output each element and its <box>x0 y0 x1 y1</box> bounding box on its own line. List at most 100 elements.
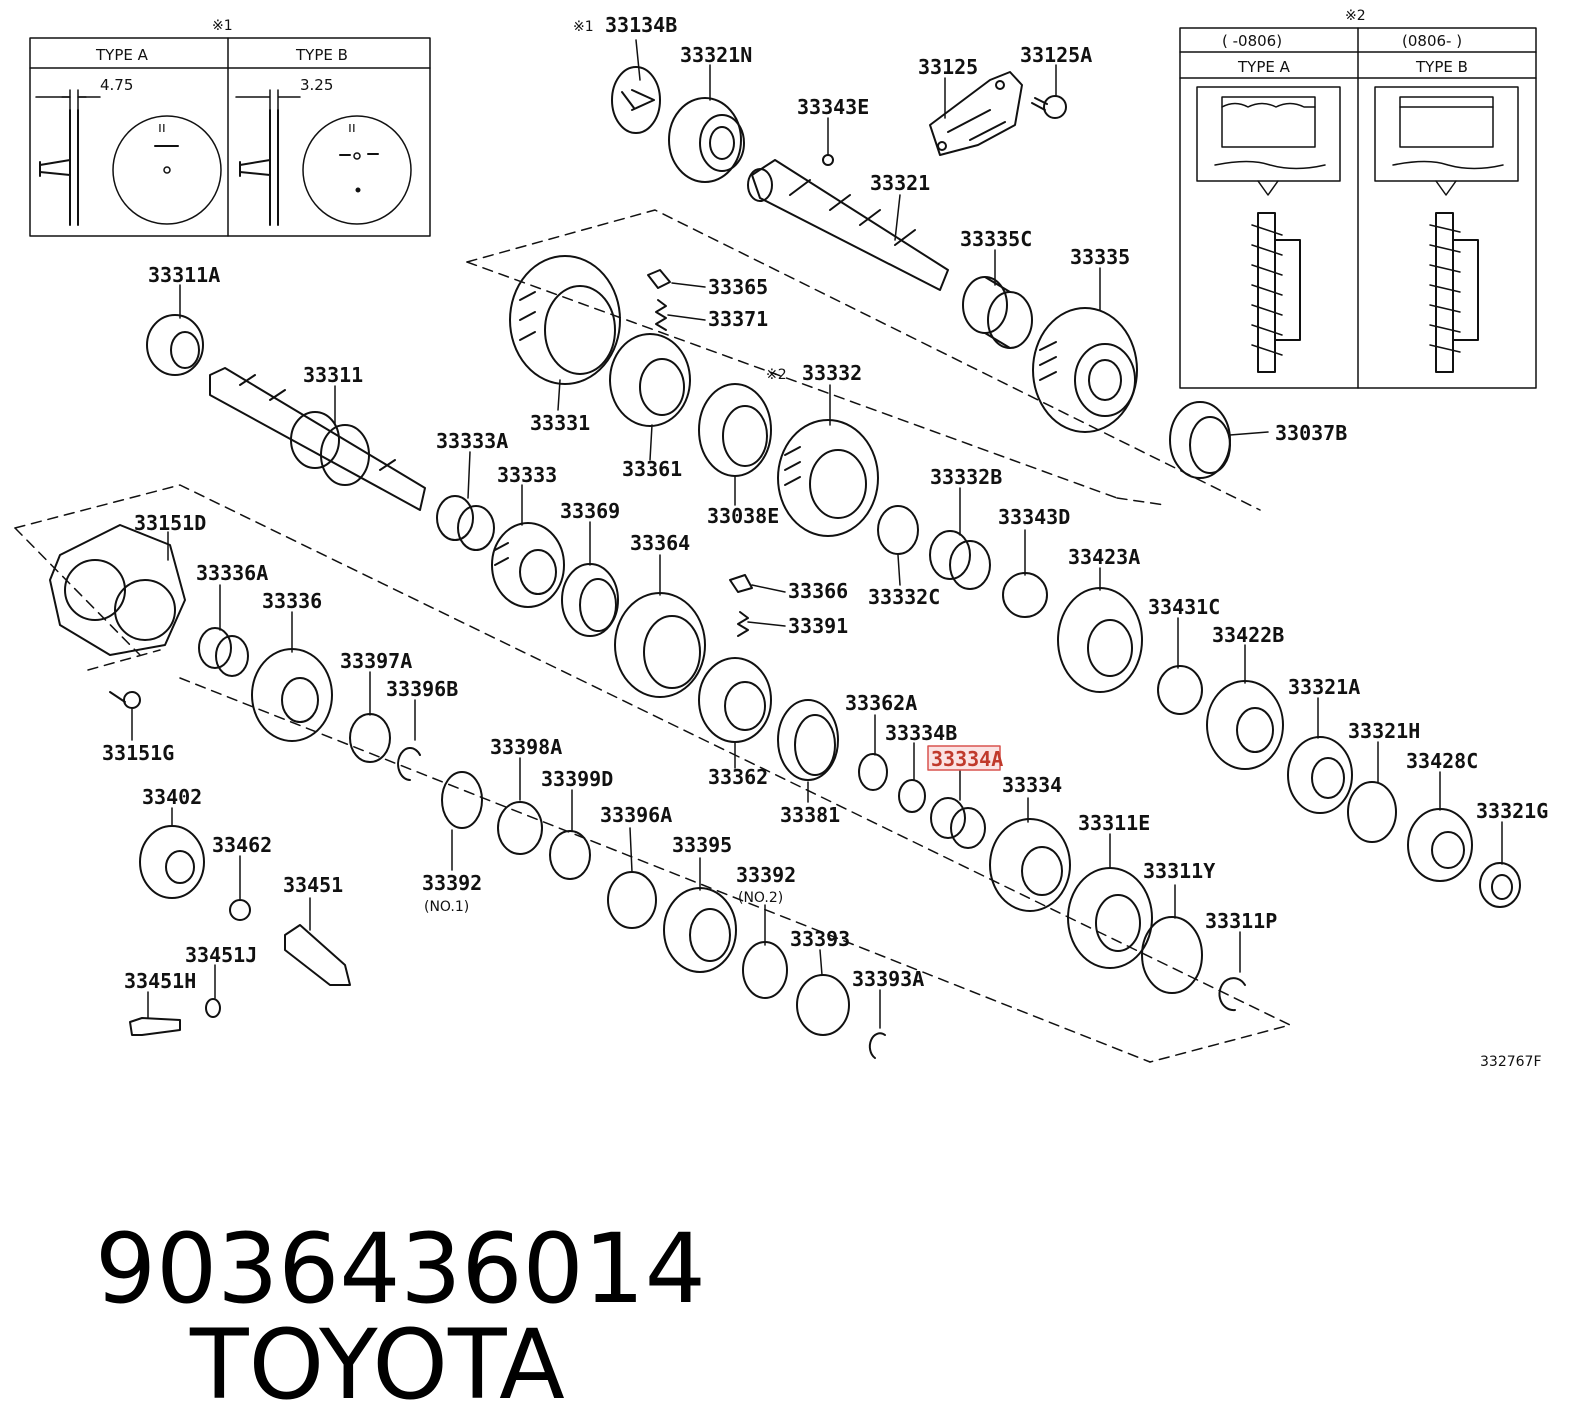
label-33343D[interactable]: 33343D <box>998 505 1070 529</box>
part-33362[interactable] <box>698 657 772 743</box>
label-33396A[interactable]: 33396A <box>600 803 672 827</box>
part-33451[interactable] <box>284 924 351 986</box>
part-33334[interactable] <box>989 818 1071 912</box>
part-33362A[interactable] <box>858 753 888 791</box>
label-33334[interactable]: 33334 <box>1002 773 1062 797</box>
part-33333A[interactable] <box>436 495 495 551</box>
label-33362[interactable]: 33362 <box>708 765 768 789</box>
label-33371[interactable]: 33371 <box>708 307 768 331</box>
label-33422B[interactable]: 33422B <box>1212 623 1284 647</box>
part-33321A[interactable] <box>1287 736 1353 814</box>
label-33334B[interactable]: 33334B <box>885 721 957 745</box>
label-33361[interactable]: 33361 <box>622 457 682 481</box>
part-33335[interactable] <box>1032 307 1138 433</box>
label-33311E[interactable]: 33311E <box>1078 811 1150 835</box>
label-33451J[interactable]: 33451J <box>185 943 257 967</box>
label-33321H[interactable]: 33321H <box>1348 719 1420 743</box>
label-33321N[interactable]: 33321N <box>680 43 752 67</box>
part-33423A[interactable] <box>1057 587 1143 693</box>
part-33336[interactable] <box>251 648 333 742</box>
label-33392-no1[interactable]: 33392 <box>422 871 482 895</box>
part-33125[interactable] <box>929 71 1023 156</box>
label-33333[interactable]: 33333 <box>497 463 557 487</box>
part-33366[interactable] <box>729 574 753 593</box>
part-33365[interactable] <box>647 269 671 289</box>
part-33431C[interactable] <box>1157 665 1203 715</box>
part-33396B[interactable] <box>397 747 421 781</box>
label-33369[interactable]: 33369 <box>560 499 620 523</box>
part-33392-no2[interactable] <box>742 941 788 999</box>
part-33395[interactable] <box>663 887 737 973</box>
part-33398A[interactable] <box>497 801 543 855</box>
part-33332C[interactable] <box>877 505 919 555</box>
label-33402[interactable]: 33402 <box>142 785 202 809</box>
label-33311A[interactable]: 33311A <box>148 263 220 287</box>
label-33311Y[interactable]: 33311Y <box>1143 859 1215 883</box>
label-33431C[interactable]: 33431C <box>1148 595 1220 619</box>
label-33037B[interactable]: 33037B <box>1275 421 1347 445</box>
label-33392-no2[interactable]: 33392 <box>736 863 796 887</box>
part-33428C[interactable] <box>1407 808 1473 882</box>
label-33134B[interactable]: 33134B <box>605 13 677 37</box>
part-33333[interactable] <box>491 522 565 608</box>
part-33334A[interactable] <box>930 797 986 849</box>
label-33321G[interactable]: 33321G <box>1476 799 1548 823</box>
label-33451H[interactable]: 33451H <box>124 969 196 993</box>
part-33334B[interactable] <box>898 779 926 813</box>
label-33334A[interactable]: 33334A <box>931 747 1003 771</box>
label-33321[interactable]: 33321 <box>870 171 930 195</box>
label-33151D[interactable]: 33151D <box>134 511 206 535</box>
part-33396A[interactable] <box>607 871 657 929</box>
label-33365[interactable]: 33365 <box>708 275 768 299</box>
part-33151G[interactable] <box>109 691 141 709</box>
label-33321A[interactable]: 33321A <box>1288 675 1360 699</box>
part-33451H[interactable] <box>129 1017 181 1036</box>
part-33038E[interactable] <box>698 383 772 477</box>
part-33402[interactable] <box>139 825 205 899</box>
part-33364[interactable] <box>614 592 706 698</box>
label-33335C[interactable]: 33335C <box>960 227 1032 251</box>
label-33398A[interactable]: 33398A <box>490 735 562 759</box>
label-33125[interactable]: 33125 <box>918 55 978 79</box>
part-33311P[interactable] <box>1218 977 1246 1012</box>
part-33369[interactable] <box>561 563 619 637</box>
part-33336A[interactable] <box>198 627 249 677</box>
part-33381[interactable] <box>777 699 839 781</box>
part-33037B[interactable] <box>1169 401 1231 479</box>
label-33395[interactable]: 33395 <box>672 833 732 857</box>
part-33335C[interactable] <box>962 276 1033 349</box>
label-33397A[interactable]: 33397A <box>340 649 412 673</box>
label-33366[interactable]: 33366 <box>788 579 848 603</box>
label-33311P[interactable]: 33311P <box>1205 909 1277 933</box>
label-33362A[interactable]: 33362A <box>845 691 917 715</box>
part-33371[interactable] <box>655 299 667 331</box>
part-33361[interactable] <box>609 333 691 427</box>
label-33393[interactable]: 33393 <box>790 927 850 951</box>
part-33125A[interactable] <box>1031 95 1067 119</box>
label-33462[interactable]: 33462 <box>212 833 272 857</box>
label-33336A[interactable]: 33336A <box>196 561 268 585</box>
label-33336[interactable]: 33336 <box>262 589 322 613</box>
label-33396B[interactable]: 33396B <box>386 677 458 701</box>
part-33462[interactable] <box>229 899 251 921</box>
label-33332[interactable]: 33332 <box>802 361 862 385</box>
label-33364[interactable]: 33364 <box>630 531 690 555</box>
part-33422B[interactable] <box>1206 680 1284 770</box>
part-33321[interactable] <box>747 159 949 291</box>
part-33399D[interactable] <box>549 830 591 880</box>
part-33343E[interactable] <box>822 154 834 166</box>
label-33311[interactable]: 33311 <box>303 363 363 387</box>
part-33332[interactable] <box>777 419 879 537</box>
part-33311A[interactable] <box>146 314 204 376</box>
label-33399D[interactable]: 33399D <box>541 767 613 791</box>
label-33331[interactable]: 33331 <box>530 411 590 435</box>
part-33393[interactable] <box>796 974 850 1036</box>
label-33125A[interactable]: 33125A <box>1020 43 1092 67</box>
part-33392-no1[interactable] <box>441 771 483 829</box>
label-33151G[interactable]: 33151G <box>102 741 174 765</box>
label-33332B[interactable]: 33332B <box>930 465 1002 489</box>
part-33332B[interactable] <box>929 530 991 590</box>
label-33391[interactable]: 33391 <box>788 614 848 638</box>
part-33451J[interactable] <box>205 998 221 1018</box>
part-33397A[interactable] <box>349 713 391 763</box>
